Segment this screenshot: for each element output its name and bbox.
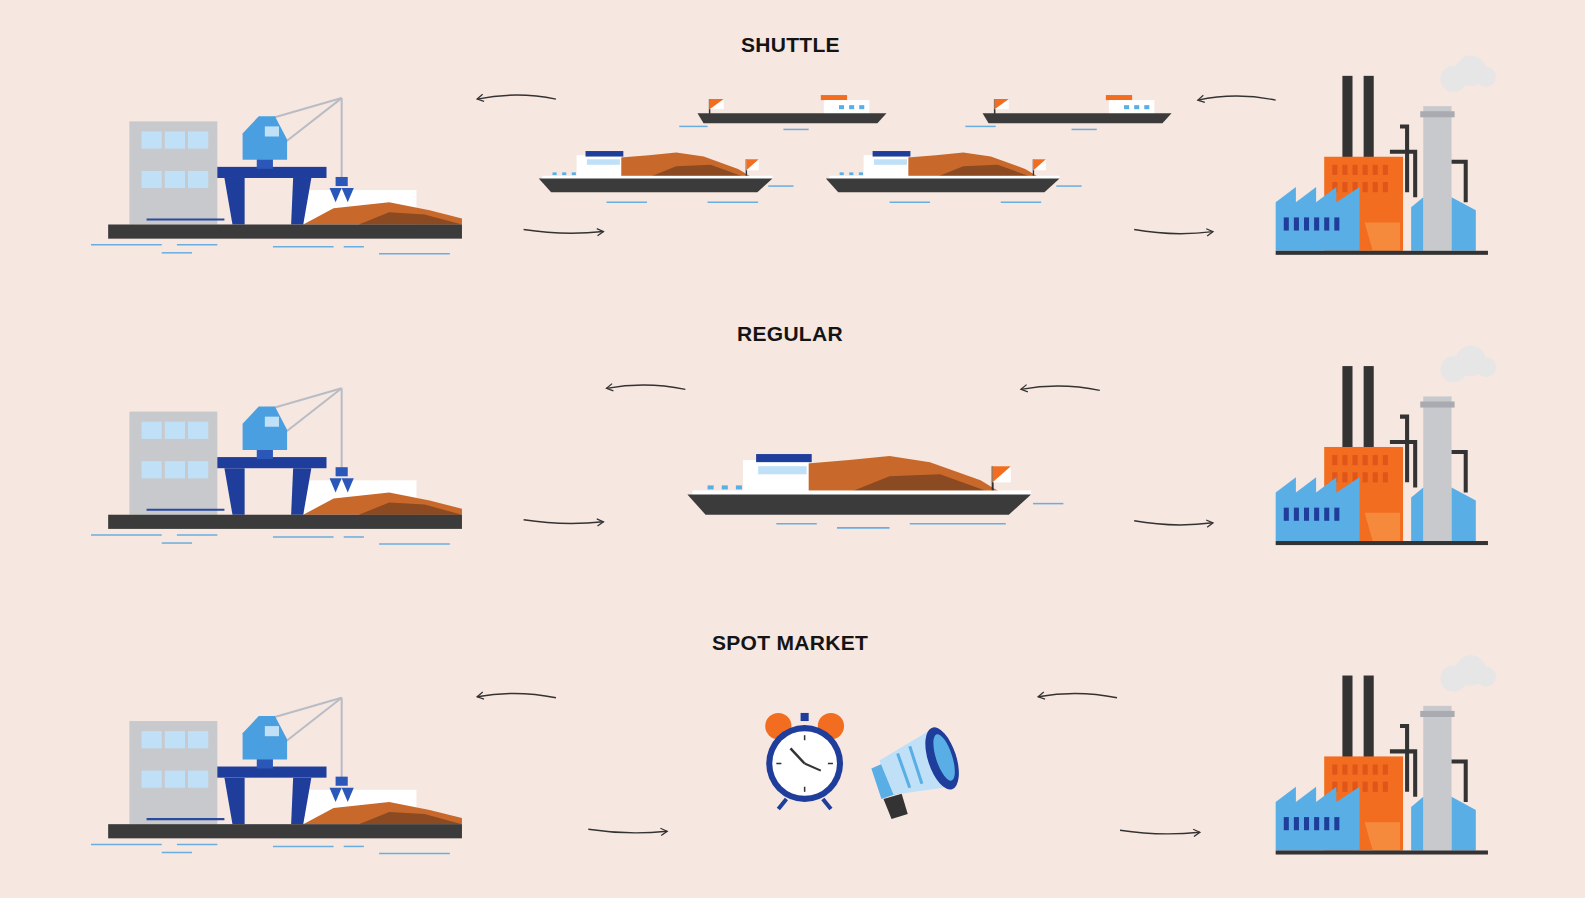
row-heading: REGULAR (737, 322, 843, 346)
row-heading: SHUTTLE (741, 33, 840, 57)
row-heading: SPOT MARKET (712, 631, 868, 655)
